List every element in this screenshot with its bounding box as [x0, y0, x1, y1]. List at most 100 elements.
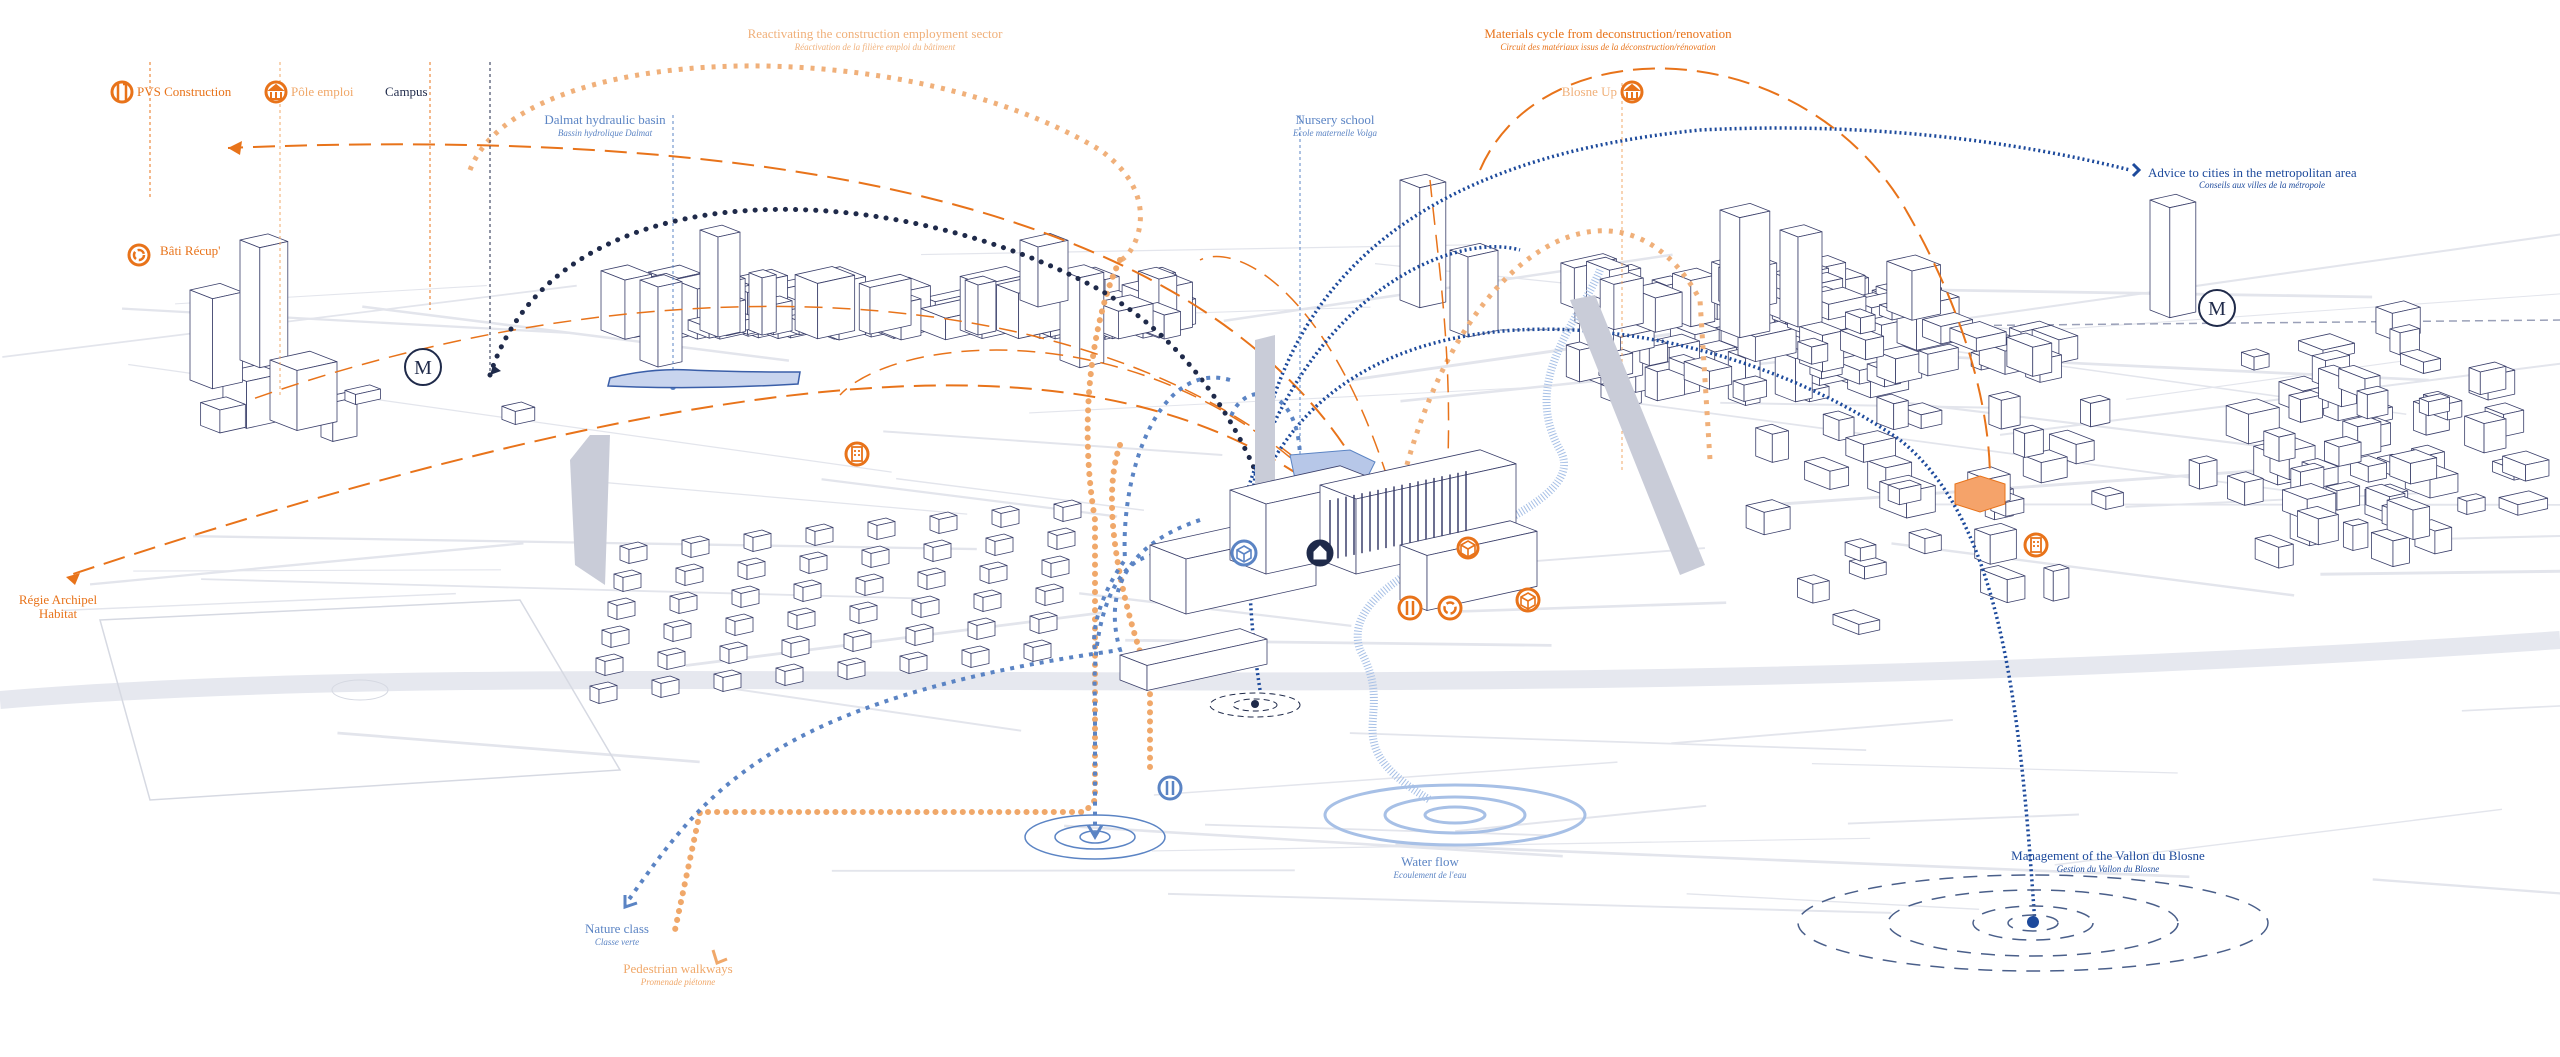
metro-letter: M [414, 357, 432, 379]
building [200, 396, 246, 434]
building-icon [2023, 532, 2049, 558]
house-icon [1306, 539, 1334, 567]
tower [189, 283, 243, 390]
house [713, 669, 742, 692]
building [2227, 471, 2264, 506]
building [344, 384, 381, 405]
house [669, 591, 698, 614]
central-block-d [1119, 628, 1268, 691]
building [501, 401, 536, 425]
ripple-management [1797, 874, 2269, 972]
house [681, 535, 710, 558]
house [805, 523, 834, 546]
building [1980, 565, 2026, 604]
house [743, 529, 772, 552]
street-line [1891, 542, 2295, 597]
management-point [2027, 916, 2039, 928]
flow-pedestrian-2 [1109, 442, 1153, 773]
house [967, 617, 996, 640]
street-line [1898, 287, 2373, 299]
ripple-center [1209, 692, 1301, 718]
house [675, 563, 704, 586]
house [1047, 527, 1076, 550]
house [601, 625, 630, 648]
flow-water [1353, 268, 1604, 804]
flow-pedestrian-3 [1387, 228, 1713, 541]
building [1988, 391, 2021, 430]
street-line [133, 569, 501, 572]
house [911, 595, 940, 618]
central-block-e [1399, 520, 1538, 611]
recycle-icon [127, 243, 151, 267]
street-line [2030, 293, 2560, 332]
street-line [2446, 534, 2560, 540]
labels: Reactivating the construction employment… [19, 26, 2357, 987]
flows [69, 63, 2131, 933]
building-icon [844, 441, 870, 467]
street-line [1204, 823, 1547, 837]
building [1804, 456, 1850, 490]
building [1908, 528, 1942, 555]
house [985, 533, 1014, 556]
building [2386, 496, 2431, 540]
street-line [589, 480, 968, 515]
street-line [2054, 808, 2503, 866]
arrow-nature [623, 895, 638, 910]
management-title: Management of the Vallon du Blosne [2011, 848, 2205, 863]
advice-subtitle: Conseils aux villes de la métropole [2199, 180, 2325, 190]
house [867, 517, 896, 540]
building [2502, 450, 2550, 482]
house [793, 579, 822, 602]
flow-orange-5 [1199, 255, 1411, 561]
cube-icon [1515, 587, 1541, 613]
ripple-nature [1024, 814, 1166, 860]
house [799, 551, 828, 574]
leader-lines [149, 62, 1623, 470]
street-line [718, 685, 1022, 732]
materials-subtitle: Circuit des matériaux issus de la décons… [1500, 42, 1716, 52]
tower [239, 233, 289, 369]
tower [699, 224, 741, 338]
building [1822, 410, 1855, 442]
institution-icon [1620, 80, 1644, 104]
building [2043, 563, 2070, 602]
water-flow-subtitle: Ecoulement de l'eau [1393, 870, 1467, 880]
house [595, 653, 624, 676]
arrow-regie [66, 573, 80, 585]
building [2022, 449, 2068, 484]
street-line [1167, 892, 1892, 914]
flow-orange-3 [249, 305, 1391, 561]
pedestrian-subtitle: Promenade piétonne [640, 977, 715, 987]
blosne-up-building [1954, 475, 2006, 513]
building [1949, 321, 2007, 352]
house [899, 651, 928, 674]
regie-line2: Habitat [39, 606, 78, 621]
regie-line1: Régie Archipel [19, 592, 98, 607]
building [858, 273, 912, 335]
sports-field [99, 599, 622, 801]
building [2049, 429, 2095, 465]
dalmat-title: Dalmat hydraulic basin [544, 112, 666, 127]
flow-campus [487, 206, 1273, 513]
house [843, 629, 872, 652]
house [923, 539, 952, 562]
building [2263, 427, 2296, 462]
street-line [896, 477, 1145, 512]
tower [1779, 224, 1823, 328]
street-line [1607, 398, 2340, 499]
street-line [1864, 233, 2560, 334]
flow-management [1238, 327, 2037, 926]
dalmat-subtitle: Bassin hydrolique Dalmat [558, 128, 653, 138]
dalmat-basin-shape [607, 368, 801, 389]
house [725, 613, 754, 636]
building [1737, 320, 1797, 362]
house [613, 569, 642, 592]
street-line [2461, 705, 2560, 712]
building [2188, 455, 2218, 490]
ripples [1024, 692, 2269, 972]
recycle-icon [1437, 595, 1463, 621]
house [607, 597, 636, 620]
materials-title: Materials cycle from deconstruction/reno… [1484, 26, 1732, 41]
